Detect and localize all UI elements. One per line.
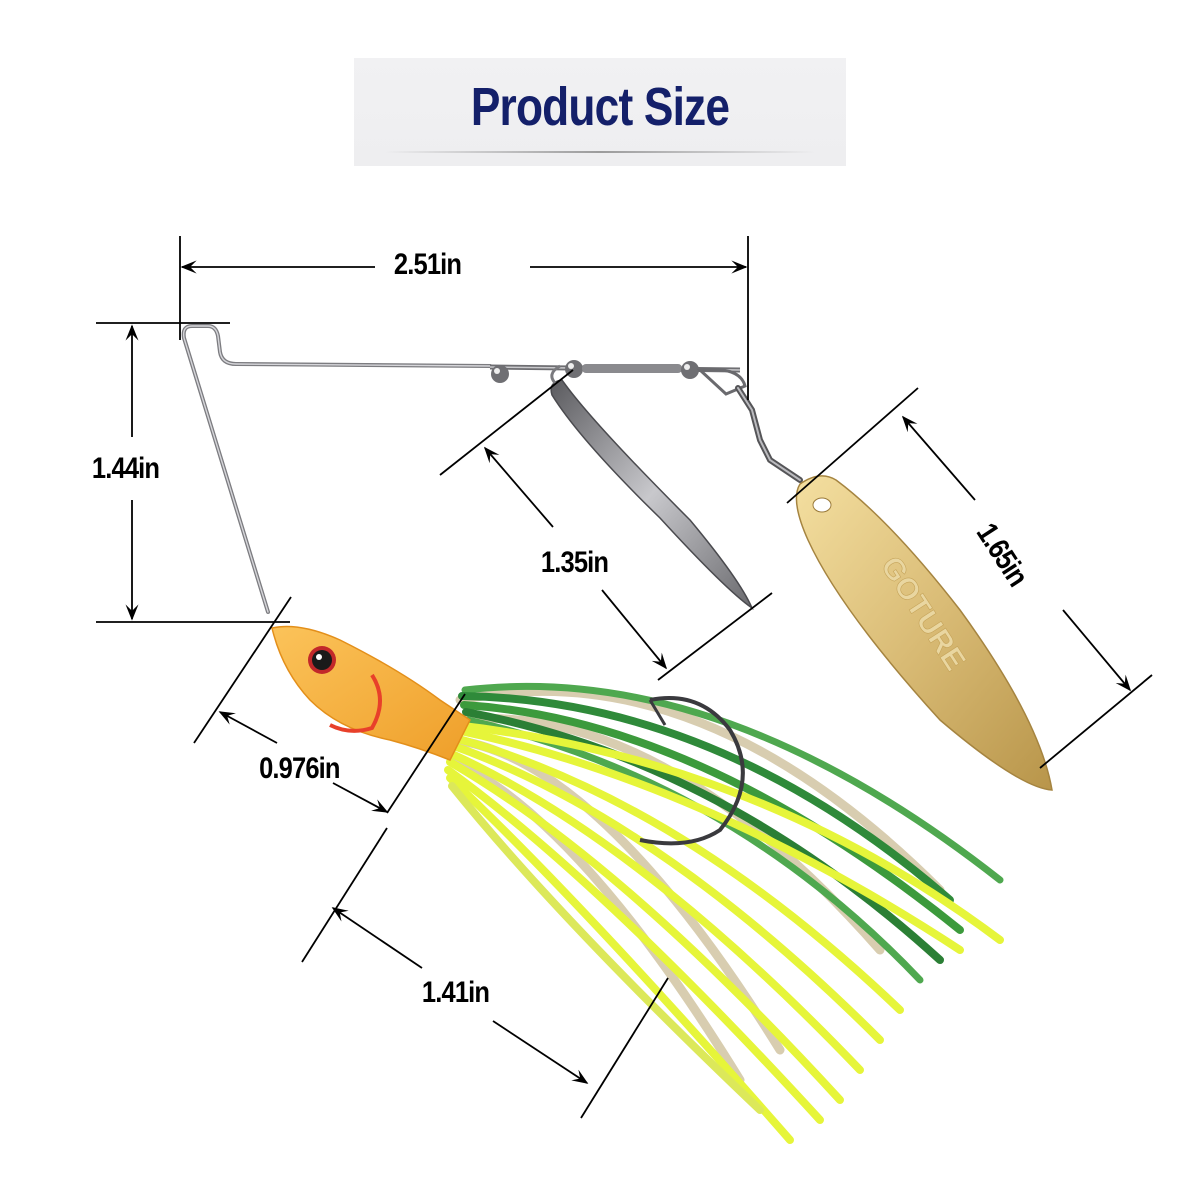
title-underline [384,151,816,153]
dimension-label-silver-blade: 1.35in [540,546,609,579]
lure-head [271,625,471,761]
gold-blade: GOTURE [795,475,1053,791]
dimension-label-arm-height: 1.44in [91,452,160,485]
dimension-lines [96,236,1153,1119]
page-title: Product Size [470,77,730,137]
title-banner: Product Size [354,58,846,166]
dimension-label-overall-length: 2.51in [393,248,462,281]
silver-blade [550,364,754,611]
dimension-label-skirt-length: 1.41in [421,976,490,1009]
dimension-label-head-length: 0.976in [259,752,340,785]
skirt [444,682,1004,1144]
swivel [735,385,803,483]
hook [639,696,745,846]
